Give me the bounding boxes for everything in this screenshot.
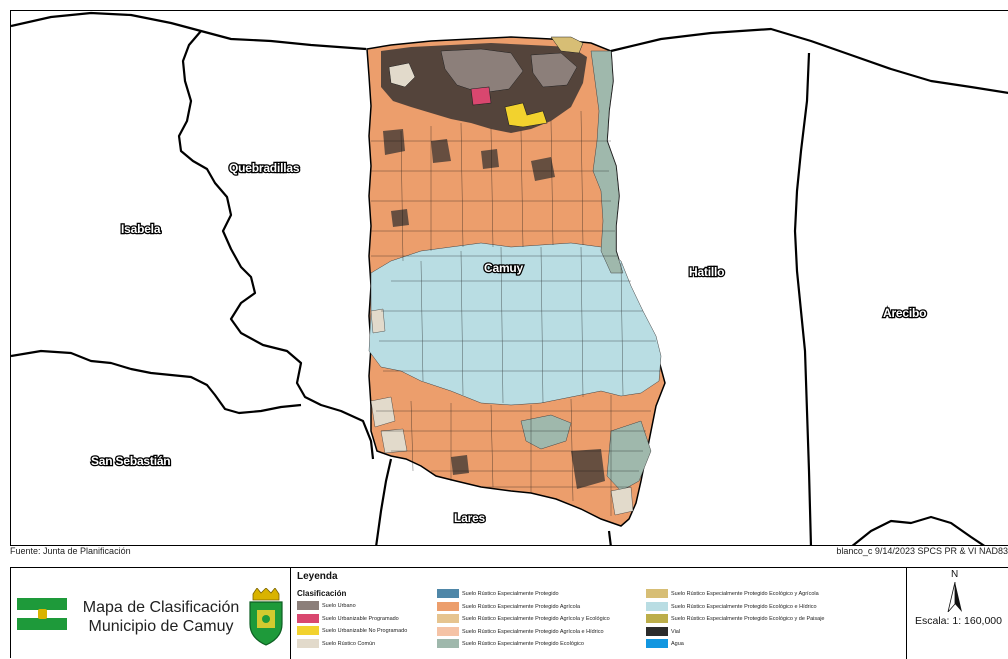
north-label: N	[951, 569, 959, 580]
legend-heading: Leyenda	[297, 571, 338, 582]
map-title: Mapa de Clasificación Municipio de Camuy	[71, 598, 251, 636]
label-camuy: Camuy	[484, 261, 524, 275]
map-title-line1: Mapa de Clasificación	[82, 599, 240, 616]
legend-swatch	[297, 613, 319, 623]
municipal-borders	[11, 11, 1008, 545]
legend-label: Suelo Rústico Especialmente Protegido Ec…	[671, 616, 825, 622]
legend-swatch	[646, 639, 668, 648]
legend-swatch	[437, 626, 459, 636]
legend-swatch	[297, 638, 319, 648]
zone-ecologico-hidrico	[368, 242, 662, 406]
legend-swatch	[646, 626, 668, 636]
legend-label: Suelo Urbanizable No Programado	[322, 628, 408, 634]
legend-label: Suelo Rústico Especialmente Protegido Ag…	[462, 603, 581, 610]
meta-text: blanco_c 9/14/2023 SPCS PR & VI NAD83	[836, 546, 1008, 556]
legend-label: Suelo Rústico Común	[322, 640, 376, 647]
label-arecibo: Arecibo	[883, 306, 926, 320]
legend-swatch	[297, 601, 319, 610]
legend-label: Agua	[671, 641, 684, 647]
legend-swatch	[437, 589, 459, 598]
label-quebradillas: Quebradillas	[229, 161, 300, 175]
municipal-flag-icon	[17, 598, 67, 630]
legend-swatch	[646, 589, 668, 598]
legend-swatch	[646, 614, 668, 623]
source-text: Fuente: Junta de Planificación	[10, 546, 131, 556]
legend-label: Suelo Rústico Especialmente Protegido	[462, 591, 559, 597]
title-panel: Mapa de Clasificación Municipio de Camuy	[11, 568, 291, 659]
legend-swatch	[437, 601, 459, 611]
label-lares: Lares	[454, 511, 486, 525]
label-isabela: Isabela	[121, 222, 161, 236]
scale-panel: N Escala: 1: 160,000	[907, 568, 1008, 659]
zone-urbanizable-no-programado	[504, 102, 548, 128]
legend-swatch	[437, 614, 459, 623]
legend-label: Suelo Rústico Especialmente Protegido Ag…	[462, 616, 610, 622]
legend-label: Suelo Rústico Especialmente Protegido Ag…	[462, 628, 604, 635]
legend-swatch	[646, 601, 668, 611]
north-arrow-icon	[947, 582, 962, 612]
label-hatillo: Hatillo	[689, 265, 724, 279]
map-title-line2: Municipio de Camuy	[88, 618, 234, 635]
legend-label: Suelo Rústico Especialmente Protegido Ec…	[671, 603, 817, 610]
coat-of-arms-icon	[249, 588, 283, 646]
zone-urbanizable-programado	[470, 86, 492, 106]
map-frame[interactable]: Quebradillas Isabela Camuy Hatillo Areci…	[10, 10, 1008, 546]
label-san-sebastian: San Sebastián	[91, 454, 170, 468]
scale-text: Escala: 1: 160,000	[915, 615, 1002, 627]
legend-subheading: Clasificación	[297, 589, 347, 598]
map-footer: Mapa de Clasificación Municipio de Camuy…	[10, 567, 1008, 659]
legend-label: Suelo Urbano	[322, 603, 356, 609]
parcel-lines	[371, 110, 661, 516]
legend-label: Suelo Rústico Especialmente Protegido Ec…	[671, 591, 819, 597]
legend-swatch	[297, 626, 319, 635]
legend-swatch	[437, 639, 459, 648]
map-canvas[interactable]: Quebradillas Isabela Camuy Hatillo Areci…	[11, 11, 1008, 546]
legend-label: Vial	[671, 628, 681, 635]
legend-label: Suelo Urbanizable Programado	[322, 615, 399, 622]
legend-label: Suelo Rústico Especialmente Protegido Ec…	[462, 641, 584, 647]
